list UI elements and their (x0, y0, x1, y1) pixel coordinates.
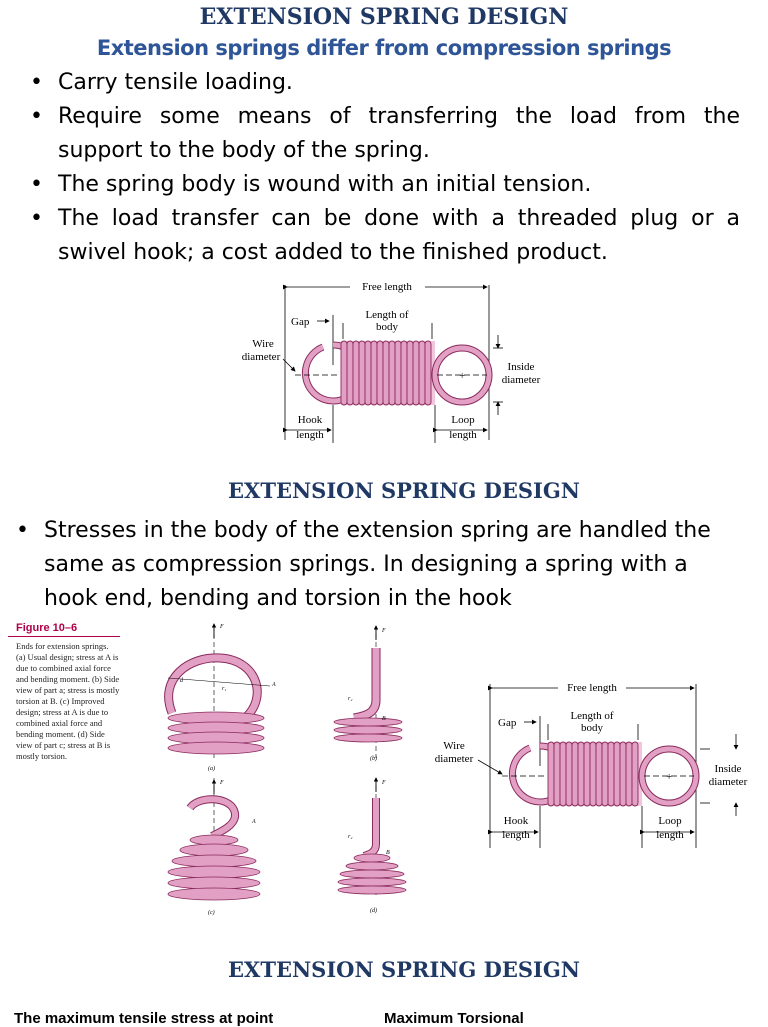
length-of-body-label-2: body (376, 321, 399, 333)
max-tensile-stress-text: The maximum tensile stress at point (14, 1010, 274, 1027)
svg-text:F: F (219, 624, 224, 630)
spring-body-coils-2 (547, 741, 642, 807)
bullet-3: The spring body is wound with an initial… (24, 168, 740, 202)
max-torsional-text: Maximum Torsional (384, 1010, 524, 1027)
loop-length-label-2b: length (656, 829, 684, 841)
svg-text:(c): (c) (208, 909, 215, 916)
gap-label-2: Gap (498, 717, 517, 729)
svg-text:B: B (386, 850, 390, 856)
free-length-label-2: Free length (567, 682, 617, 694)
svg-text:r₁: r₁ (222, 686, 226, 692)
svg-text:(b): (b) (370, 755, 377, 762)
hook-length-label-2a: Hook (504, 815, 529, 827)
section2-bullets: Stresses in the body of the extension sp… (10, 514, 740, 616)
svg-text:F: F (219, 780, 224, 786)
length-of-body-label-2a: Length of (570, 710, 613, 722)
bullet-1: Carry tensile loading. (24, 66, 740, 100)
inside-diameter-label-2b: diameter (709, 776, 748, 788)
gap-label: Gap (291, 316, 310, 328)
section1-bullets: Carry tensile loading. Require some mean… (24, 66, 740, 270)
extension-spring-diagram-2: Free length Gap Length of body + Wire di… (435, 682, 748, 848)
wire-diameter-label-2a: Wire (443, 740, 465, 752)
svg-text:F: F (381, 628, 386, 634)
spring-body-coils (340, 340, 435, 406)
svg-text:F: F (381, 780, 386, 786)
inside-diameter-label-2a: Inside (715, 763, 742, 775)
svg-text:A: A (271, 682, 276, 688)
svg-text:r₂: r₂ (348, 834, 352, 840)
hook-view-c: F A (c) (167, 778, 261, 916)
figure-10-6-hook-drawings: F A r₁ d (a) F r₂ B (b) F A (164, 623, 407, 916)
section1-heading: EXTENSION SPRING DESIGN (199, 4, 569, 30)
hook-view-a: F A r₁ d (a) (164, 623, 276, 772)
svg-text:B: B (382, 716, 386, 722)
section2-bullet: Stresses in the body of the extension sp… (10, 514, 740, 616)
svg-text:d: d (180, 678, 184, 684)
svg-text:r₂: r₂ (348, 696, 352, 702)
hook-length-label-2: length (296, 429, 324, 441)
section1-subheading: Extension springs differ from compressio… (96, 36, 672, 60)
length-of-body-label-1: Length of (365, 309, 408, 321)
free-length-label: Free length (362, 281, 412, 293)
loop-length-label-1: Loop (451, 414, 475, 426)
svg-text:A: A (251, 819, 256, 825)
svg-text:(a): (a) (208, 765, 215, 772)
extension-spring-diagram-1: Free length Gap Length of body + Wire di… (242, 281, 541, 443)
hook-length-label-1: Hook (298, 414, 323, 426)
hook-view-b: F r₂ B (b) (333, 625, 403, 762)
inside-diameter-label-1: Inside (508, 361, 535, 373)
loop-length-label-2: length (449, 429, 477, 441)
svg-text:+: + (459, 370, 465, 382)
figure-title: Figure 10–6 (16, 622, 78, 634)
hook-view-d: F r₂ B (d) (337, 777, 407, 914)
wire-diameter-label-1: Wire (252, 338, 274, 350)
hook-length-label-2b: length (502, 829, 530, 841)
length-of-body-label-2b: body (581, 722, 604, 734)
wire-diameter-label-2b: diameter (435, 753, 474, 765)
wire-diameter-label-2: diameter (242, 351, 281, 363)
svg-text:(d): (d) (370, 907, 377, 914)
section3-heading: EXTENSION SPRING DESIGN (228, 957, 580, 982)
bullet-2: Require some means of transferring the l… (24, 100, 740, 168)
svg-text:+: + (666, 771, 672, 783)
loop-length-label-2a: Loop (658, 815, 682, 827)
figure-caption: Ends for extension springs. (a) Usual de… (16, 641, 120, 761)
inside-diameter-label-2: diameter (502, 374, 541, 386)
bullet-4: The load transfer can be done with a thr… (24, 202, 740, 270)
section2-heading: EXTENSION SPRING DESIGN (228, 478, 580, 503)
